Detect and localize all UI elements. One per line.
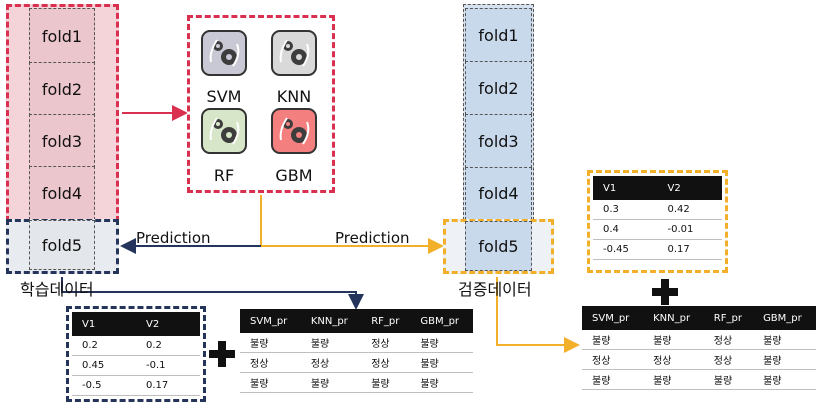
column-header: SVM_pr — [240, 309, 301, 333]
rf-gears-icon — [201, 108, 247, 154]
table-cell: 정상 — [643, 349, 704, 370]
val-fold-2: fold2 — [465, 61, 532, 115]
table-cell: 정상 — [300, 352, 362, 373]
table-cell: 0.17 — [136, 375, 200, 396]
table-cell: 불량 — [753, 330, 816, 350]
table-cell: 0.17 — [657, 239, 722, 260]
column-header: GBM_pr — [753, 306, 816, 330]
table-cell: 0.4 — [593, 219, 658, 240]
table-cell: 0.42 — [657, 200, 722, 220]
prediction-label-right: Prediction — [335, 229, 410, 247]
model-label-rf: RF — [213, 166, 235, 185]
model-label-knn: KNN — [276, 87, 312, 106]
table-row: 0.4-0.01 — [593, 219, 722, 240]
table-cell: 불량 — [361, 372, 411, 393]
val-fold-4: fold4 — [465, 167, 532, 220]
table-cell: 정상 — [703, 349, 754, 370]
table-cell: -0.01 — [657, 219, 722, 240]
train-caption: 학습데이터 — [20, 280, 94, 299]
table-cell: -0.1 — [136, 355, 200, 376]
plus-icon — [652, 279, 678, 305]
table-cell: 0.45 — [72, 355, 136, 376]
table-cell: 불량 — [643, 330, 704, 350]
svm-gears-icon — [201, 30, 247, 76]
column-header: KNN_pr — [643, 306, 704, 330]
prediction-label-left: Prediction — [136, 229, 211, 247]
train-fold-3: fold3 — [29, 114, 95, 168]
model-label-gbm: GBM — [275, 166, 313, 185]
table-cell: 불량 — [240, 333, 301, 353]
column-header: SVM_pr — [582, 306, 644, 330]
table-cell: 0.2 — [72, 336, 136, 356]
table-cell: 불량 — [582, 369, 644, 390]
table-cell: 불량 — [240, 372, 301, 393]
table-cell: 불량 — [643, 369, 704, 390]
table-cell: 정상 — [703, 330, 754, 350]
model-label-svm: SVM — [206, 87, 242, 106]
val-caption: 검증데이터 — [458, 280, 532, 299]
val-fold-3: fold3 — [465, 114, 532, 168]
train-fold-5: fold5 — [29, 220, 95, 270]
val-fold5-to-table-arrow — [496, 277, 580, 353]
table-cell: 불량 — [582, 330, 644, 350]
table-cell: 정상 — [240, 352, 301, 373]
gbm-gears-icon — [271, 108, 317, 154]
column-header: GBM_pr — [410, 309, 473, 333]
table-cell: 불량 — [410, 352, 473, 373]
val-fold-1: fold1 — [465, 8, 532, 62]
table-cell: 정상 — [582, 349, 644, 370]
table-cell: 불량 — [300, 372, 362, 393]
plus-icon — [209, 341, 235, 367]
table-cell: 정상 — [361, 333, 411, 353]
table-cell: 불량 — [753, 369, 816, 390]
train-fold-4: fold4 — [29, 166, 95, 220]
column-header: V2 — [657, 176, 722, 200]
column-header: V1 — [593, 176, 658, 200]
column-header: RF_pr — [703, 306, 754, 330]
table-cell: 정상 — [361, 352, 411, 373]
column-header: V2 — [136, 312, 200, 336]
train-fold-2: fold2 — [29, 62, 95, 116]
table-cell: 불량 — [753, 349, 816, 370]
table-row: 0.45-0.1 — [72, 355, 200, 376]
val-fold-5: fold5 — [465, 221, 532, 271]
table-cell: 불량 — [300, 333, 362, 353]
table-cell: 불량 — [703, 369, 754, 390]
table-cell: -0.45 — [593, 239, 658, 260]
table-cell: 불량 — [410, 372, 473, 393]
knn-gears-icon — [271, 30, 317, 76]
train-fold5-to-table-arrow — [61, 277, 364, 310]
table-cell: 불량 — [410, 333, 473, 353]
table-cell: 0.3 — [593, 200, 658, 220]
train-fold-1: fold1 — [29, 8, 95, 64]
table-cell: 0.2 — [136, 336, 200, 356]
column-header: V1 — [72, 312, 136, 336]
column-header: RF_pr — [361, 309, 411, 333]
table-cell: -0.5 — [72, 375, 136, 396]
column-header: KNN_pr — [300, 309, 362, 333]
